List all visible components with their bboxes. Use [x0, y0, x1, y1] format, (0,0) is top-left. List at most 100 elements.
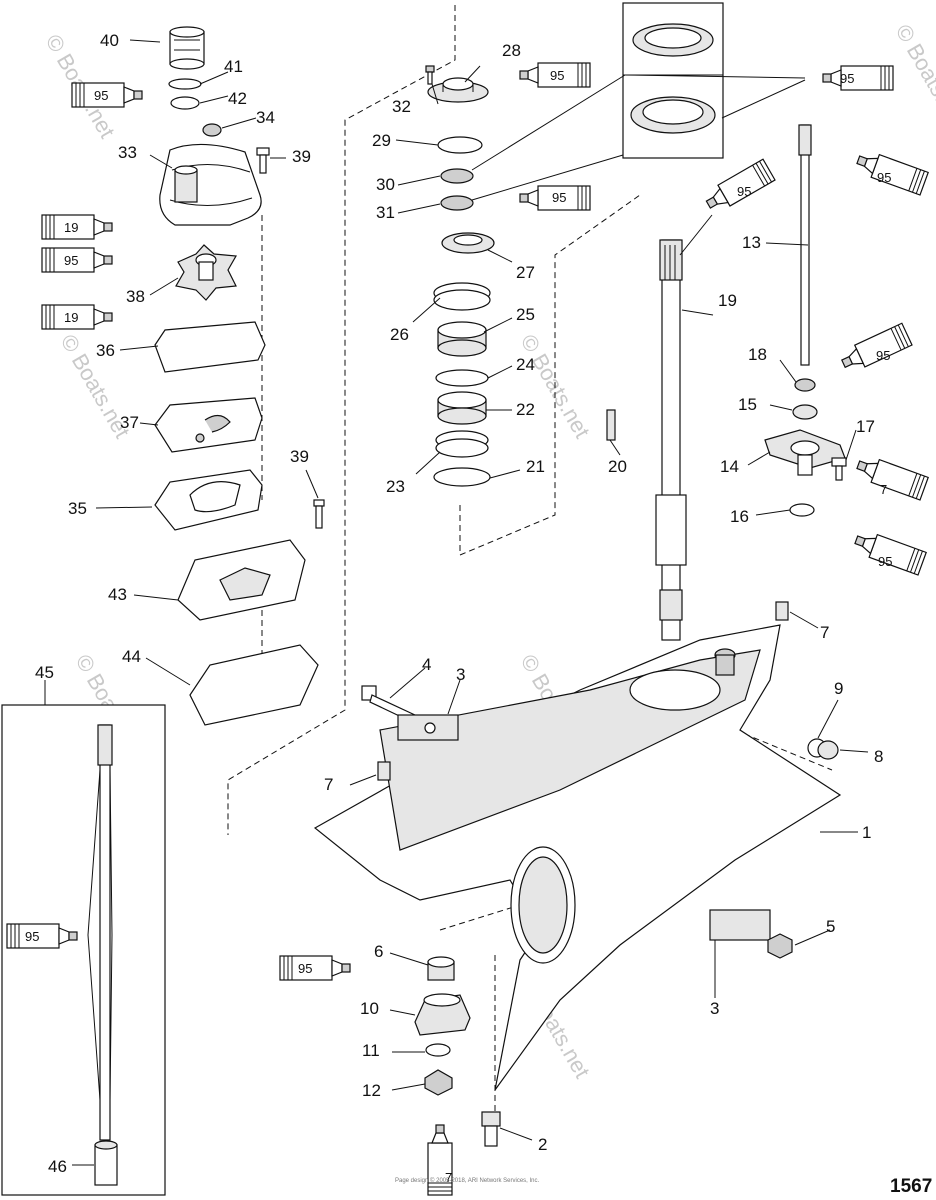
callout-5: 5 — [826, 917, 835, 936]
part-39-bolt — [256, 147, 270, 174]
part-30-seal — [440, 168, 474, 184]
part-27-sleeve — [441, 232, 495, 254]
part-35-gasket — [154, 469, 263, 531]
tube-95-c — [822, 65, 894, 91]
part-12-nut — [424, 1069, 453, 1096]
part-5-nut — [767, 933, 793, 959]
part-23-cup — [435, 430, 489, 458]
part-16-o-ring — [789, 503, 815, 517]
callout-3-lower: 3 — [710, 999, 719, 1018]
tube-label-7-b: 7 — [445, 1170, 452, 1185]
callout-34: 34 — [256, 108, 275, 127]
part-15-seal — [792, 404, 818, 420]
leader-lines — [44, 39, 869, 1166]
callout-19: 19 — [718, 291, 737, 310]
part-33-pump-housing — [159, 143, 262, 226]
tube-label-95-h: 95 — [876, 348, 890, 363]
tube-label-95-c: 95 — [840, 71, 854, 86]
callout-46: 46 — [48, 1157, 67, 1176]
part-34-seal — [202, 123, 222, 137]
callout-35: 35 — [68, 499, 87, 518]
callout-9: 9 — [834, 679, 843, 698]
callout-36: 36 — [96, 341, 115, 360]
part-17-bolt — [831, 457, 847, 481]
inset-seals-box — [622, 2, 724, 159]
callout-27: 27 — [516, 263, 535, 282]
callout-labels: 40 41 42 34 33 39 38 36 37 35 39 43 44 4… — [35, 31, 883, 1176]
callout-32: 32 — [392, 97, 411, 116]
tube-label-95-g: 95 — [737, 184, 751, 199]
callout-45: 45 — [35, 663, 54, 682]
tube-label-95-f: 95 — [64, 253, 78, 268]
callout-44: 44 — [122, 647, 141, 666]
callout-21: 21 — [526, 457, 545, 476]
part-44-gasket — [189, 644, 319, 726]
part-32-screw — [425, 65, 435, 85]
part-7-dowel-upper — [775, 601, 789, 621]
footer-copyright: Page design © 2005-2018, ARI Network Ser… — [395, 1177, 539, 1184]
part-38-impeller — [175, 244, 237, 301]
part-14-bushing-holder — [764, 429, 846, 476]
callout-39-lower: 39 — [290, 447, 309, 466]
part-36-gasket — [154, 321, 266, 373]
tube-label-95-a: 95 — [94, 88, 108, 103]
callout-14: 14 — [720, 457, 739, 476]
part-8-plug — [817, 740, 839, 760]
callout-23: 23 — [386, 477, 405, 496]
callout-37: 37 — [120, 413, 139, 432]
part-20-key — [606, 409, 616, 441]
tube-label-95-d: 95 — [877, 170, 891, 185]
callout-7-lower: 7 — [324, 775, 333, 794]
callout-3-upper: 3 — [456, 665, 465, 684]
tube-label-95-b: 95 — [550, 68, 564, 83]
part-42-ring — [170, 96, 200, 110]
callout-8: 8 — [874, 747, 883, 766]
lubricant-tubes: 95 95 95 95 95 19 95 19 — [6, 62, 929, 1196]
callout-26: 26 — [390, 325, 409, 344]
dashed-line-pinion — [439, 904, 521, 1130]
dashed-line-driveshaft — [227, 5, 456, 835]
part-3-shim-upper — [397, 714, 459, 741]
callout-16: 16 — [730, 507, 749, 526]
part-41-ring — [168, 78, 202, 90]
callout-29: 29 — [372, 131, 391, 150]
tube-label-19-a: 19 — [64, 220, 78, 235]
part-29-o-ring — [437, 136, 483, 154]
part-21-ring — [433, 467, 491, 487]
bearing-stack-group — [425, 65, 495, 487]
tube-95-j: 95 — [6, 923, 78, 949]
part-22-bearing — [437, 391, 487, 425]
tube-label-95-j: 95 — [25, 929, 39, 944]
tube-label-95-k: 95 — [298, 961, 312, 976]
tube-label-95-i: 95 — [878, 554, 892, 569]
part-26-cup — [433, 282, 491, 311]
part-3-shim-lower — [709, 909, 771, 941]
part-25-bearing — [437, 321, 487, 357]
callout-13: 13 — [742, 233, 761, 252]
part-40-pump-sleeve — [169, 26, 205, 70]
part-31-seal — [440, 195, 474, 211]
dashed-line-bearings — [459, 194, 641, 556]
tube-95-a: 95 — [71, 82, 143, 108]
callout-4: 4 — [422, 655, 431, 674]
part-1-gear-housing — [313, 624, 842, 1091]
part-11-washer — [425, 1043, 451, 1057]
callout-28: 28 — [502, 41, 521, 60]
callout-38: 38 — [126, 287, 145, 306]
callout-43: 43 — [108, 585, 127, 604]
page-number: 1567 — [890, 1176, 932, 1197]
callout-2: 2 — [538, 1135, 547, 1154]
part-37-face-plate — [154, 397, 263, 453]
tube-95-k: 95 — [279, 955, 351, 981]
part-19-driveshaft — [655, 239, 687, 641]
tube-19-b: 19 — [41, 304, 113, 330]
callout-18: 18 — [748, 345, 767, 364]
callout-31: 31 — [376, 203, 395, 222]
callout-15: 15 — [738, 395, 757, 414]
callout-20: 20 — [608, 457, 627, 476]
tube-19-a: 19 — [41, 214, 113, 240]
water-pump-group — [154, 26, 325, 726]
callout-17: 17 — [856, 417, 875, 436]
callout-1: 1 — [862, 823, 871, 842]
part-24-ring — [435, 369, 489, 387]
